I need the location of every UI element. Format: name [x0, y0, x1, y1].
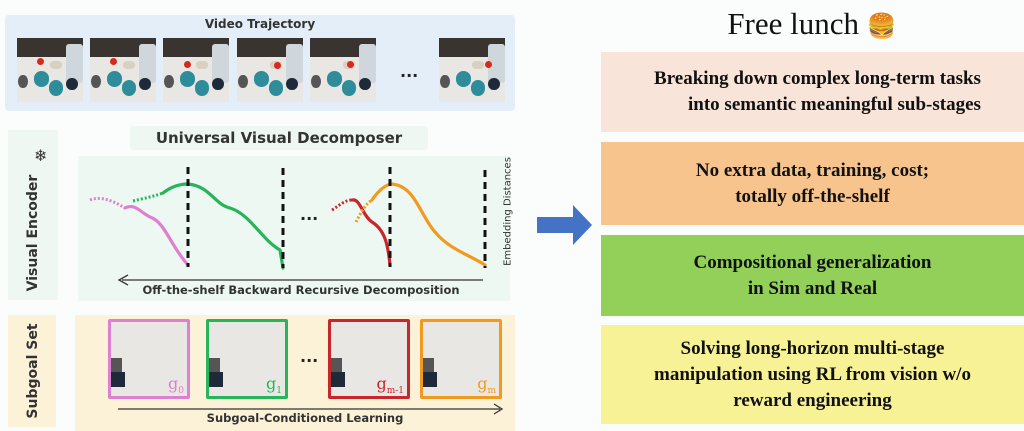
curve-segment	[123, 204, 190, 267]
free-lunch-item-line: totally off-the-shelf	[735, 185, 890, 207]
subgoal-label: g1	[266, 373, 282, 396]
free-lunch-title-text: Free lunch	[727, 6, 860, 41]
free-lunch-item: Solving long-horizon multi-stage manipula…	[601, 325, 1024, 424]
free-lunch-item-line: into semantic meaningful sub-stages	[688, 94, 981, 115]
burger-icon: 🍔	[866, 14, 897, 40]
subgoal-set-label-panel: Subgoal Set	[8, 315, 56, 427]
free-lunch-item-line: reward engineering	[733, 389, 892, 411]
snowflake-icon: ❄	[34, 146, 48, 165]
embedding-distances-label: Embedding Distances	[502, 157, 514, 266]
curve-segment	[370, 182, 487, 267]
subgoal-frame: gm-1	[328, 319, 410, 399]
free-lunch-item: No extra data, training, cost; totally of…	[601, 142, 1024, 225]
subgoal-frame: gm	[420, 319, 502, 399]
subgoal-label: g0	[168, 373, 184, 396]
decomposer-title: Universal Visual Decomposer	[130, 126, 428, 150]
visual-encoder-label-panel: Visual Encoder ❄	[8, 130, 58, 300]
subgoal-ellipsis: ...	[300, 347, 319, 366]
curve-ellipsis: ...	[300, 205, 319, 224]
curve-segment-dotted	[331, 198, 353, 212]
free-lunch-title: Free lunch 🍔	[600, 6, 1024, 42]
trajectory-frame	[310, 38, 376, 102]
video-trajectory-title: Video Trajectory	[204, 17, 316, 31]
curve-segment-dotted	[132, 191, 164, 203]
trajectory-frame	[17, 38, 83, 102]
subgoal-label: gm-1	[376, 373, 404, 396]
decomposition-chart-panel	[78, 156, 510, 301]
free-lunch-item-line: manipulation using RL from vision w/o	[654, 363, 971, 385]
subgoal-frame: g1	[206, 319, 288, 399]
subgoal-arrow	[118, 403, 504, 415]
embedding-distance-curves	[89, 167, 487, 286]
trajectory-frame	[237, 38, 303, 102]
backward-arrow-head	[117, 274, 129, 286]
subgoal-set-label: Subgoal Set	[25, 323, 41, 419]
free-lunch-item: Compositional generalization in Sim and R…	[601, 235, 1024, 316]
free-lunch-item-line: Compositional generalization	[693, 251, 932, 273]
curve-segment-dotted	[354, 198, 373, 223]
trajectory-ellipsis: ...	[400, 62, 419, 81]
free-lunch-item-line: in Sim and Real	[747, 277, 878, 299]
trajectory-frame	[163, 38, 229, 102]
trajectory-frame	[90, 38, 156, 102]
curve-segment	[161, 182, 285, 270]
free-lunch-item-line: Solving long-horizon multi-stage	[680, 337, 945, 359]
free-lunch-item-line: Breaking down complex long-term tasks	[654, 68, 981, 89]
subgoal-frame: g0	[108, 319, 190, 399]
curve-segment	[350, 198, 392, 267]
trajectory-frame	[439, 38, 505, 102]
backward-decomposition-label: Off-the-shelf Backward Recursive Decompo…	[142, 283, 460, 297]
subgoal-learning-label: Subgoal-Conditioned Learning	[206, 411, 404, 425]
curve-segment-dotted	[89, 196, 126, 210]
subgoal-label: gm	[477, 373, 496, 396]
right-arrow-icon	[537, 205, 592, 245]
free-lunch-item-line: No extra data, training, cost;	[695, 159, 930, 181]
free-lunch-item: Breaking down complex long-term tasks int…	[601, 52, 1024, 132]
